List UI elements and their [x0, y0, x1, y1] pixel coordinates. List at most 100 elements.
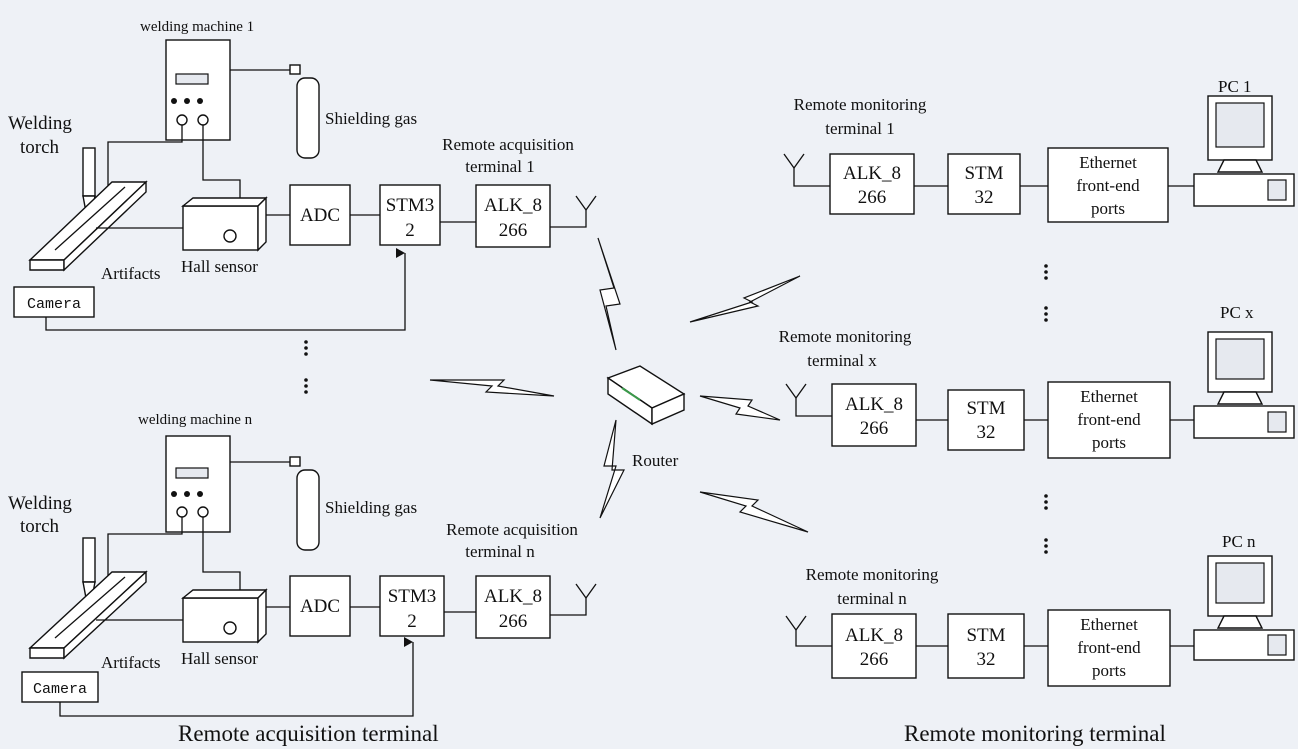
alk-box	[829, 153, 915, 215]
pc-label: PC n	[1222, 532, 1256, 551]
pc-icon	[1193, 331, 1295, 439]
monitoring-unit-1: Remote monitoring terminal 1 ALK_8 266 S…	[783, 77, 1295, 223]
acquisition-unit-n: welding machine n Shielding gas Welding …	[8, 412, 597, 717]
welding-machine-label: welding machine n	[138, 412, 253, 428]
monitoring-title: Remote monitoring	[794, 95, 927, 114]
adc-label: ADC	[300, 596, 340, 617]
ethernet-box	[1047, 609, 1171, 687]
shielding-gas-label: Shielding gas	[325, 498, 417, 517]
acquisition-ellipsis	[304, 340, 308, 394]
adc-box	[289, 575, 351, 637]
shielding-gas-label: Shielding gas	[325, 109, 417, 128]
alk-label-2: 266	[860, 649, 889, 670]
workpiece-icon	[28, 570, 148, 660]
antenna-icon	[795, 398, 832, 417]
artifacts-label: Artifacts	[101, 264, 160, 283]
alk-box	[831, 613, 917, 679]
ethernet-label-2: front-end	[1077, 410, 1141, 429]
alk-label: ALK_8	[484, 195, 542, 216]
alk-label-2: 266	[858, 187, 887, 208]
ethernet-label: Ethernet	[1079, 153, 1137, 172]
stm32-label-2: 2	[405, 220, 415, 241]
stm32-box	[947, 613, 1025, 679]
gas-cylinder-icon	[289, 64, 320, 159]
pc-label: PC 1	[1218, 77, 1252, 96]
welding-torch-label-2: torch	[20, 137, 60, 158]
alk-label: ALK_8	[843, 163, 901, 184]
hall-sensor-icon	[181, 588, 268, 644]
alk-label-2: 266	[860, 418, 889, 439]
artifacts-label: Artifacts	[101, 653, 160, 672]
ethernet-label-3: ports	[1091, 199, 1125, 218]
stm32-label: STM3	[388, 586, 437, 607]
alk-label: ALK_8	[845, 394, 903, 415]
gas-cylinder-icon	[289, 456, 320, 551]
acquisition-section-title: Remote acquisition terminal	[178, 721, 439, 746]
wireless-link-icon	[429, 237, 809, 533]
monitoring-title-2: terminal x	[807, 351, 877, 370]
antenna-icon	[795, 630, 832, 647]
stm32-box	[379, 575, 445, 637]
pc-icon	[1193, 555, 1295, 661]
antenna-icon	[550, 598, 587, 616]
ethernet-label-2: front-end	[1076, 176, 1140, 195]
monitoring-section-title: Remote monitoring terminal	[904, 721, 1166, 746]
alk-box	[831, 383, 917, 447]
antenna-icon	[793, 168, 830, 187]
welding-machine-label: welding machine 1	[140, 19, 254, 35]
camera-label: Camera	[33, 681, 87, 698]
welding-torch-label-2: torch	[20, 516, 60, 537]
acquisition-unit-1: welding machine 1 Shielding gas Welding …	[8, 19, 597, 331]
ethernet-label-3: ports	[1092, 433, 1126, 452]
stm32-label: STM3	[386, 195, 435, 216]
alk-label-2: 266	[499, 220, 528, 241]
router-icon	[606, 365, 686, 426]
camera-box	[21, 671, 99, 703]
workpiece-icon	[28, 180, 148, 272]
alk-label: ALK_8	[845, 625, 903, 646]
stm32-label: STM	[964, 163, 1003, 184]
monitoring-unit-n: Remote monitoring terminal n ALK_8 266 S…	[785, 532, 1295, 687]
stm32-label-2: 32	[975, 187, 994, 208]
router-label: Router	[632, 451, 679, 470]
adc-label: ADC	[300, 205, 340, 226]
alk-label-2: 266	[499, 611, 528, 632]
adc-box	[289, 184, 351, 246]
hall-sensor-icon	[181, 196, 268, 252]
ethernet-label: Ethernet	[1080, 387, 1138, 406]
stm32-label-2: 32	[977, 422, 996, 443]
stm32-label-2: 2	[407, 611, 417, 632]
monitoring-unit-x: Remote monitoring terminal x ALK_8 266 S…	[779, 303, 1295, 459]
ethernet-box	[1047, 147, 1169, 223]
monitoring-title-2: terminal n	[837, 589, 907, 608]
alk-box	[475, 184, 551, 248]
hall-sensor-label: Hall sensor	[181, 649, 258, 668]
terminal-label: Remote acquisition	[446, 520, 578, 539]
monitoring-title-2: terminal 1	[825, 119, 894, 138]
antenna-icon	[550, 210, 587, 228]
terminal-label: Remote acquisition	[442, 135, 574, 154]
ethernet-label: Ethernet	[1080, 615, 1138, 634]
monitoring-title: Remote monitoring	[806, 565, 939, 584]
welding-torch-icon	[82, 537, 96, 599]
welding-torch-label: Welding	[8, 493, 72, 514]
camera-label: Camera	[27, 296, 81, 313]
stm32-label: STM	[966, 398, 1005, 419]
pc-icon	[1193, 95, 1295, 207]
monitoring-ellipsis	[1044, 264, 1048, 554]
stm32-box	[947, 389, 1025, 451]
pc-label: PC x	[1220, 303, 1254, 322]
monitoring-title: Remote monitoring	[779, 327, 912, 346]
alk-label: ALK_8	[484, 586, 542, 607]
welding-machine-icon	[165, 39, 231, 141]
ethernet-label-2: front-end	[1077, 638, 1141, 657]
alk-box	[475, 575, 551, 639]
terminal-label-2: terminal 1	[465, 157, 534, 176]
stm32-box	[947, 153, 1021, 215]
terminal-label-2: terminal n	[465, 542, 535, 561]
welding-machine-icon	[165, 435, 231, 533]
stm32-label-2: 32	[977, 649, 996, 670]
ethernet-label-3: ports	[1092, 661, 1126, 680]
hall-sensor-label: Hall sensor	[181, 257, 258, 276]
